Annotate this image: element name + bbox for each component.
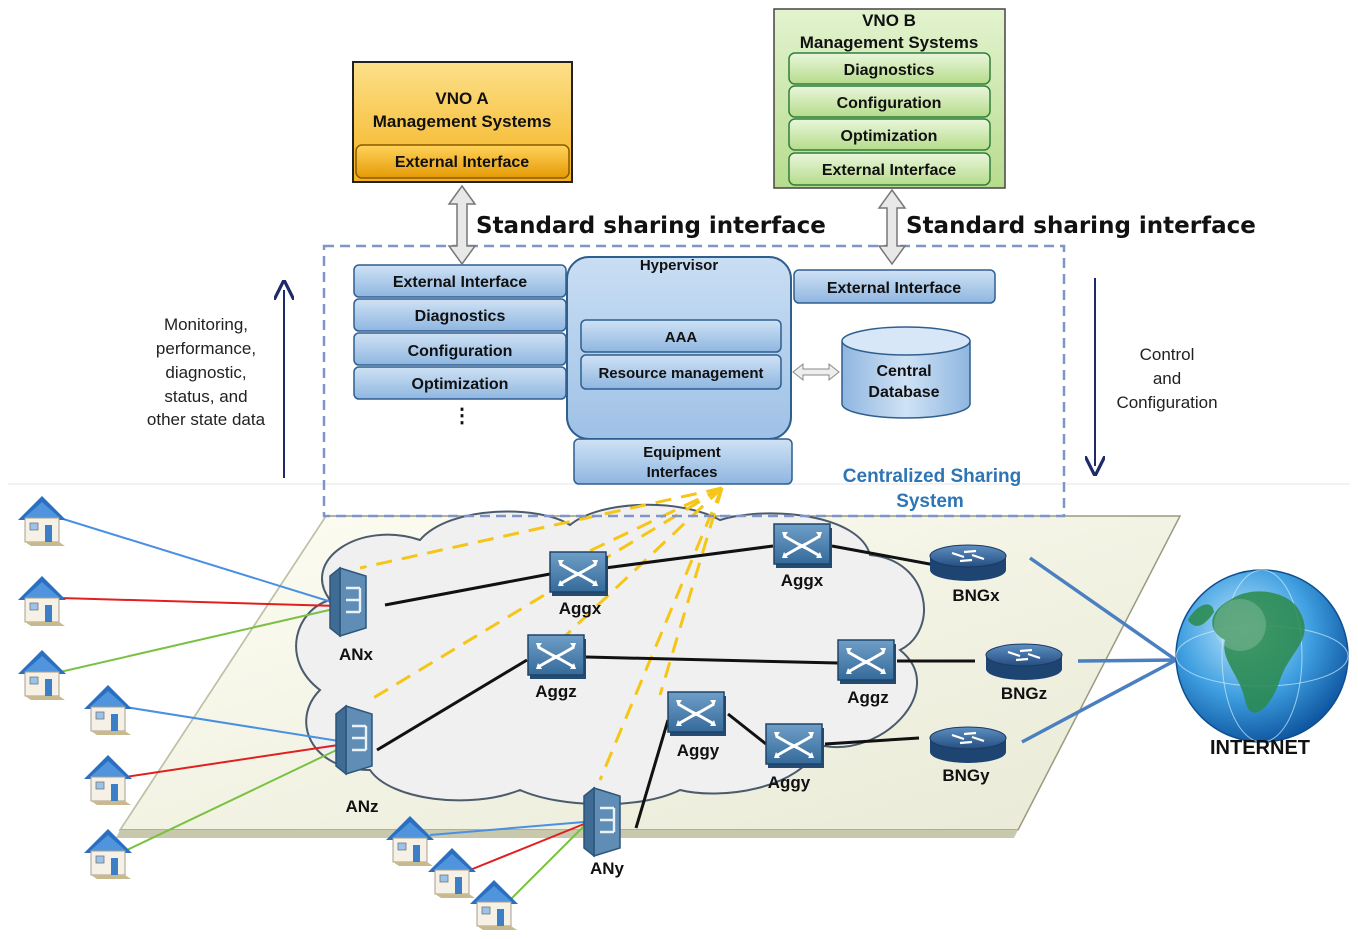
access-node-icon <box>328 566 368 638</box>
equipment-interfaces-module[interactable]: Equipment Interfaces <box>573 438 793 485</box>
house-icon <box>17 495 67 547</box>
centralized-sharing-system-label-line1: Centralized Sharing <box>843 466 1021 487</box>
node-label-anx: ANx <box>339 645 374 664</box>
module-label: Optimization <box>412 376 509 393</box>
vno-a-external-interface-module[interactable]: External Interface <box>355 144 570 179</box>
database-label-line2: Database <box>868 384 939 401</box>
central-sharing-system-boundary <box>322 244 1066 518</box>
central-database-icon: Central Database <box>841 326 971 419</box>
module-label: Diagnostics <box>415 308 506 325</box>
control-label-line2: and <box>1153 369 1181 388</box>
access-node-icon <box>334 704 374 776</box>
switch-icon <box>764 722 826 770</box>
node-label-aggz: Aggz <box>535 682 577 701</box>
vno-a-sharing-arrow <box>447 184 477 266</box>
vno-b-title-line2: Management Systems <box>800 33 979 52</box>
hypervisor-block: Hypervisor AAA Resource management <box>566 256 792 440</box>
monitoring-label-line3: diagnostic, <box>165 363 246 382</box>
vno-b-diagnostics-module[interactable]: Diagnostics <box>788 52 991 85</box>
vno-b-external-interface-module[interactable]: External Interface <box>788 152 991 186</box>
module-label: External Interface <box>393 274 527 291</box>
equipment-interfaces-label-line2: Interfaces <box>647 464 718 481</box>
central-external-interface-module[interactable]: External Interface <box>353 264 567 298</box>
node-label-aggx: Aggx <box>781 571 824 590</box>
router-icon <box>928 725 1008 765</box>
network-links <box>376 544 975 829</box>
node-label-aggy: Aggy <box>677 741 720 760</box>
more-modules-ellipsis: ⋮ <box>452 405 472 427</box>
switch-icon <box>548 550 610 598</box>
internet-links <box>1021 556 1178 744</box>
node-label-bngz: BNGz <box>1001 684 1047 703</box>
switch-icon <box>772 522 834 570</box>
switch-icon <box>526 633 588 681</box>
node-label-any: ANy <box>590 859 625 878</box>
node-label-bngy: BNGy <box>942 766 990 785</box>
vno-b-configuration-module[interactable]: Configuration <box>788 85 991 118</box>
module-label: External Interface <box>395 154 529 171</box>
subscriber-links <box>59 517 585 901</box>
house-icon <box>17 649 67 701</box>
central-configuration-module[interactable]: Configuration <box>353 332 567 366</box>
module-label: External Interface <box>822 162 956 179</box>
centralized-sharing-system-label-line2: System <box>896 491 964 512</box>
central-optimization-module[interactable]: Optimization <box>353 366 567 400</box>
resource-management-label: Resource management <box>598 365 763 382</box>
module-label: Configuration <box>408 343 513 360</box>
house-icon <box>17 575 67 627</box>
monitoring-label-line2: performance, <box>156 339 256 358</box>
globe-icon <box>1175 569 1349 743</box>
router-icon <box>984 642 1064 682</box>
module-label: External Interface <box>827 280 961 297</box>
router-icon <box>928 543 1008 583</box>
vno-b-sharing-arrow <box>877 188 907 266</box>
sharing-interface-label-b: Standard sharing interface <box>906 213 1256 239</box>
database-label-line1: Central <box>876 363 931 380</box>
module-label: Diagnostics <box>844 62 935 79</box>
module-label: Configuration <box>837 95 942 112</box>
node-label-aggy: Aggy <box>768 773 811 792</box>
monitoring-label-line4: status, and <box>164 387 247 406</box>
house-icon <box>427 847 477 899</box>
database-link-arrow <box>792 362 840 382</box>
aaa-label: AAA <box>665 329 698 346</box>
vno-a-management-systems[interactable]: VNO A Management Systems External Interf… <box>352 61 573 183</box>
switch-icon <box>836 638 898 686</box>
monitoring-label-line5: other state data <box>147 410 266 429</box>
vno-a-title-line2: Management Systems <box>373 112 552 131</box>
vno-b-management-systems[interactable]: VNO B Management Systems Diagnostics Con… <box>773 8 1006 189</box>
central-diagnostics-module[interactable]: Diagnostics <box>353 298 567 332</box>
equipment-interfaces-label-line1: Equipment <box>643 444 721 461</box>
house-icon <box>83 754 133 806</box>
house-icon <box>469 879 519 931</box>
aaa-module[interactable]: AAA <box>580 319 782 353</box>
hypervisor-label: Hypervisor <box>640 257 719 274</box>
switch-icon <box>666 690 728 738</box>
node-label-aggz: Aggz <box>847 688 889 707</box>
resource-management-module[interactable]: Resource management <box>580 354 782 390</box>
control-label-line1: Control <box>1140 345 1195 364</box>
access-node-icon <box>582 786 622 858</box>
vno-b-optimization-module[interactable]: Optimization <box>788 118 991 151</box>
central-left-modules: External Interface Diagnostics Configura… <box>353 264 567 427</box>
node-label-aggx: Aggx <box>559 599 602 618</box>
internet-label: INTERNET <box>1210 737 1310 759</box>
vno-b-title-line1: VNO B <box>862 11 916 30</box>
sharing-interface-label-a: Standard sharing interface <box>476 213 826 239</box>
monitoring-label-line1: Monitoring, <box>164 315 248 334</box>
central-right-external-interface-module[interactable]: External Interface <box>793 269 996 304</box>
control-label-line3: Configuration <box>1116 393 1217 412</box>
node-label-anz: ANz <box>345 797 378 816</box>
house-icon <box>83 684 133 736</box>
node-label-bngx: BNGx <box>952 586 1000 605</box>
vno-a-title-line1: VNO A <box>435 89 488 108</box>
module-label: Optimization <box>841 128 938 145</box>
